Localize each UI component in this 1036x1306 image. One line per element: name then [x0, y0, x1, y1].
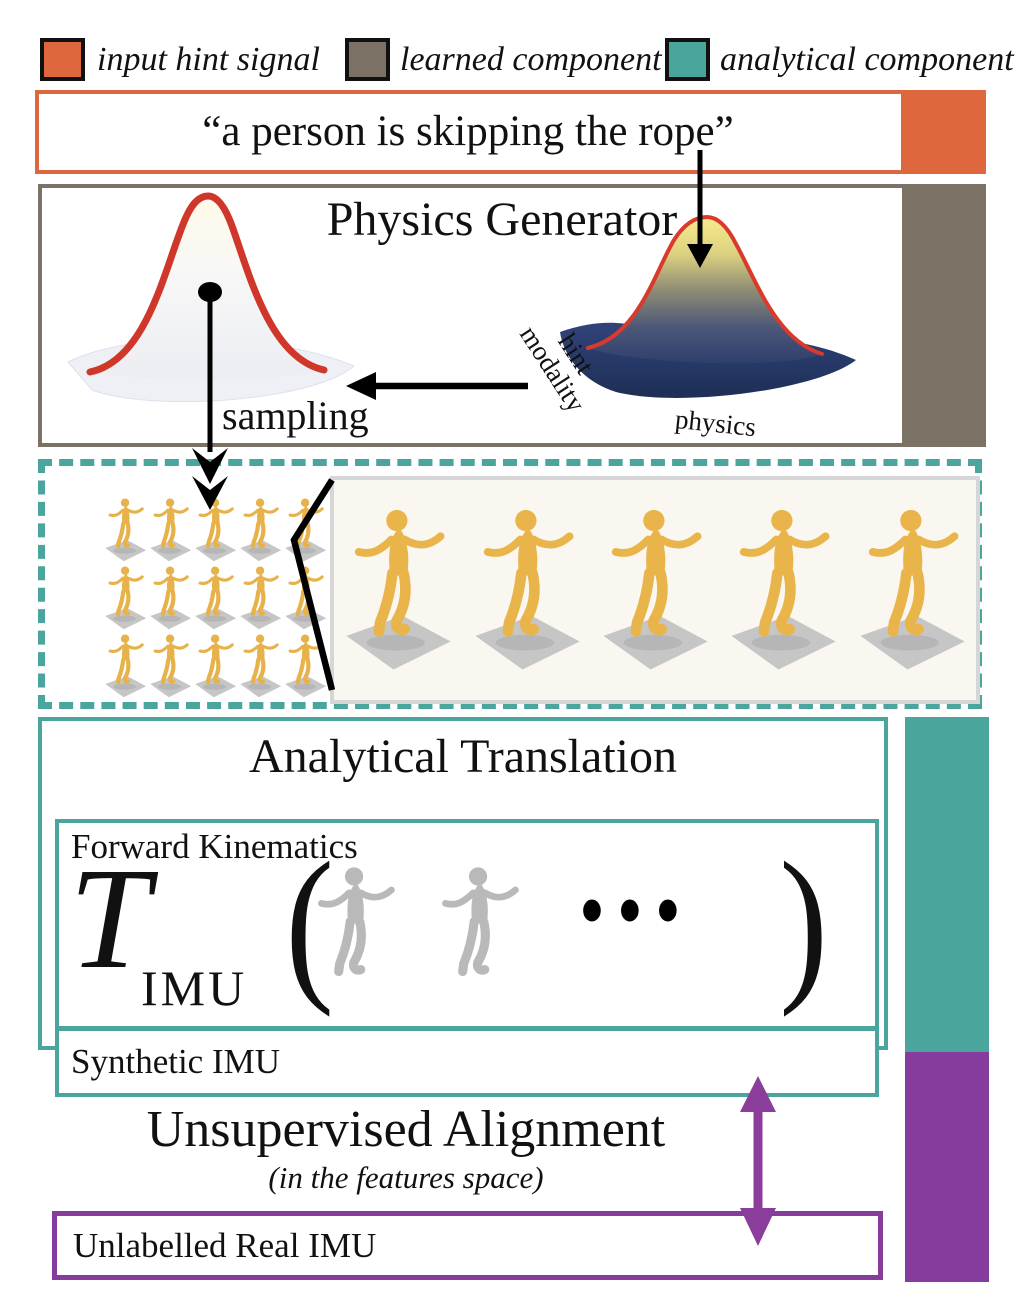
motion-frames-panel: [330, 476, 980, 704]
translation-operator: T: [69, 839, 150, 999]
legend-label-learned: learned component: [400, 41, 662, 78]
person-figure-icon: [238, 497, 283, 563]
person-figure-icon: [148, 633, 193, 699]
motion-frame-figure-icon: [471, 484, 583, 696]
analytical-color-tab: [905, 717, 989, 1052]
gray-person-figure-icon: [307, 861, 403, 1011]
motion-frame-figure-icon: [856, 484, 968, 696]
person-figure-icon: [103, 565, 148, 631]
synthetic-imu-box: Synthetic IMU: [55, 1027, 879, 1097]
hint-text: “a person is skipping the rope”: [202, 108, 734, 155]
unlabelled-real-imu-label: Unlabelled Real IMU: [73, 1226, 377, 1265]
motion-frame-figure-icon: [727, 484, 839, 696]
input-hint-swatch-icon: [40, 38, 85, 81]
person-figure-icon: [283, 497, 328, 563]
motion-frame-figure-icon: [599, 484, 711, 696]
person-figure-icon: [283, 565, 328, 631]
person-figure-icon: [238, 633, 283, 699]
ellipsis-dots: •••: [579, 859, 693, 963]
analytical-swatch-icon: [665, 38, 710, 81]
person-figure-icon: [193, 633, 238, 699]
hint-color-tab: [901, 94, 982, 170]
motion-frame-figure-icon: [342, 484, 454, 696]
learned-color-tab: [902, 188, 982, 443]
paren-close: ): [779, 828, 828, 1018]
person-figure-icon: [283, 633, 328, 699]
person-figure-icon: [103, 633, 148, 699]
translation-operator-subscript: IMU: [141, 960, 248, 1016]
synthetic-imu-label: Synthetic IMU: [71, 1042, 281, 1081]
forward-kinematics-label: Forward Kinematics: [71, 827, 358, 866]
person-figure-icon: [193, 565, 238, 631]
learned-swatch-icon: [345, 38, 390, 81]
paren-open: (: [285, 828, 334, 1018]
sampling-label: sampling: [222, 393, 369, 438]
legend-label-analytical: analytical component: [720, 41, 1014, 78]
person-figure-icon: [148, 497, 193, 563]
person-figure-icon: [148, 565, 193, 631]
hint-distribution-surface: [67, 192, 355, 403]
gray-person-figure-icon: [431, 861, 527, 1011]
alignment-color-tab: [905, 1052, 989, 1282]
hint-signal-box: “a person is skipping the rope”: [35, 90, 986, 174]
legend-label-input-hint: input hint signal: [97, 41, 320, 78]
unlabelled-real-imu-box: Unlabelled Real IMU: [52, 1211, 883, 1280]
sampled-motions-grid: [103, 497, 328, 701]
physics-generator-box: Physics Generator sampling hint modality…: [38, 184, 986, 447]
person-figure-icon: [238, 565, 283, 631]
unsupervised-alignment-subtitle: (in the features space): [268, 1160, 544, 1195]
person-figure-icon: [103, 497, 148, 563]
physics-generator-title: Physics Generator: [326, 193, 678, 246]
forward-kinematics-box: Forward Kinematics T IMU ( ••• ): [55, 819, 879, 1030]
physics-distribution-surface: [560, 214, 856, 398]
sample-point-dot: [198, 282, 222, 302]
unsupervised-alignment-title: Unsupervised Alignment: [146, 1101, 666, 1158]
analytical-translation-title: Analytical Translation: [249, 730, 677, 783]
person-figure-icon: [193, 497, 238, 563]
